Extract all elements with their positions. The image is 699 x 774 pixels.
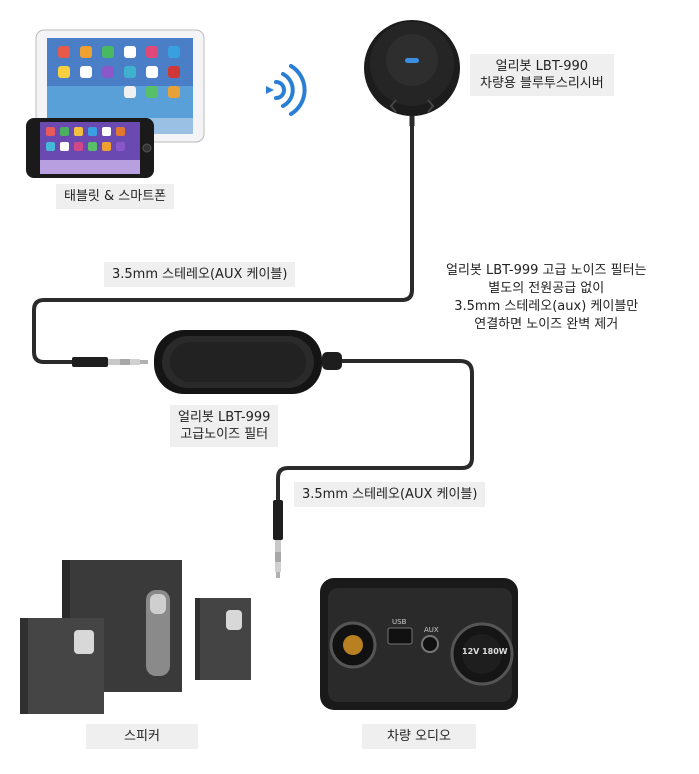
speaker-label: 스피커 (86, 724, 198, 749)
smartphone-image (26, 118, 154, 178)
cable-receiver-to-filter (32, 124, 414, 364)
cable-filter-to-output (276, 359, 474, 500)
tablet-smartphone-label: 태블릿 & 스마트폰 (56, 184, 175, 209)
filter-label-line1: 얼리봇 LBT-999 (178, 410, 271, 425)
car-audio-image (320, 578, 518, 710)
receiver-label-line2: 차량용 블루투스리시버 (480, 76, 604, 91)
cable-bottom-label: 3.5mm 스테레오(AUX 케이블) (294, 482, 486, 507)
note-line1: 얼리봇 LBT-999 고급 노이즈 필터는 (446, 263, 647, 278)
input-jack-image (72, 357, 148, 367)
note-line2: 별도의 전원공급 없이 (488, 281, 605, 296)
bluetooth-receiver-image (364, 20, 460, 126)
receiver-label: 얼리봇 LBT-990 차량용 블루투스리시버 (470, 54, 614, 96)
note-line3: 3.5mm 스테레오(aux) 케이블만 (454, 299, 639, 314)
cable-top-label: 3.5mm 스테레오(AUX 케이블) (104, 262, 296, 287)
noise-filter-image (154, 330, 342, 394)
tablet-image (35, 29, 205, 143)
car-socket-text: 12V 180W (462, 647, 508, 656)
speaker-image (20, 560, 251, 714)
receiver-label-line1: 얼리봇 LBT-990 (495, 59, 589, 74)
filter-label: 얼리봇 LBT-999 고급노이즈 필터 (170, 405, 279, 447)
note-line4: 연결하면 노이즈 완벽 제거 (474, 317, 619, 332)
car-audio-label: 차량 오디오 (362, 724, 476, 749)
car-aux-text: AUX (424, 626, 439, 634)
noise-filter-note: 얼리봇 LBT-999 고급 노이즈 필터는 별도의 전원공급 없이 3.5mm… (446, 262, 647, 334)
car-usb-text: USB (392, 618, 407, 626)
output-jack-image (273, 500, 283, 578)
filter-label-line2: 고급노이즈 필터 (180, 427, 269, 442)
wireless-signal-icon (266, 64, 307, 116)
